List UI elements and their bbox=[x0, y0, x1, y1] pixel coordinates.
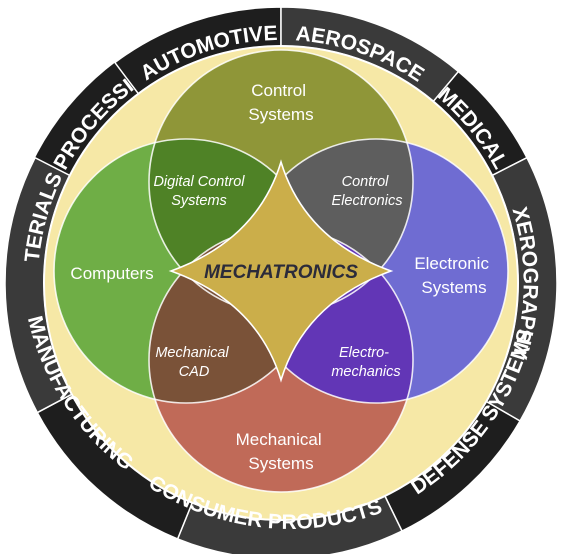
mechanical-systems-label: Mechanical Systems bbox=[236, 430, 327, 473]
control-systems-label: Control Systems bbox=[248, 81, 313, 124]
electromechanics-label: Electro- mechanics bbox=[331, 345, 400, 380]
electronic-systems-label: Electronic Systems bbox=[414, 254, 493, 297]
digital-control-label: Digital Control Systems bbox=[153, 174, 248, 209]
mechatronics-center-shape bbox=[168, 159, 394, 383]
mechanical-cad-label: Mechanical CAD bbox=[155, 345, 232, 380]
ring-segments bbox=[4, 6, 558, 554]
mechatronics-label: MECHATRONICS bbox=[204, 262, 358, 283]
computers-label: Computers bbox=[70, 264, 153, 283]
control-electronics-label: Control Electronics bbox=[332, 174, 403, 209]
